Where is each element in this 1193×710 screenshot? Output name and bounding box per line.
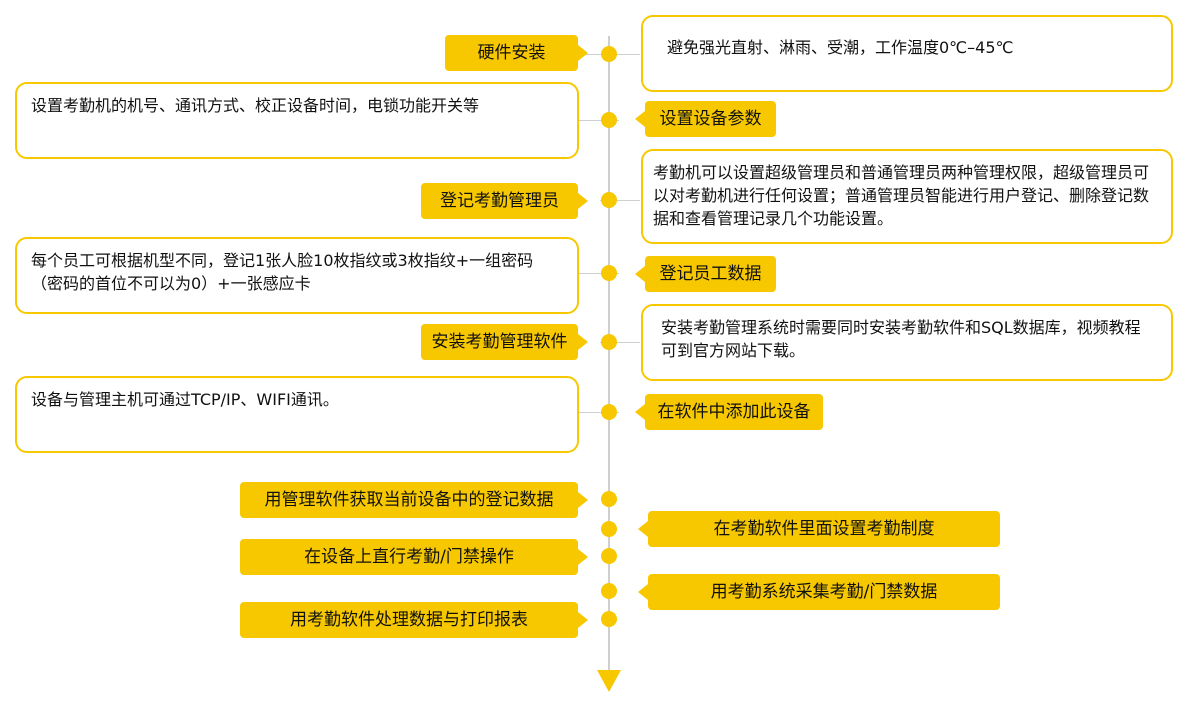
timeline-dot (601, 548, 617, 564)
timeline-dot (601, 521, 617, 537)
timeline-dot (601, 46, 617, 62)
step-register-admin: 登记考勤管理员 (421, 183, 588, 219)
step-perform-attendance: 在设备上直行考勤/门禁操作 (240, 539, 588, 575)
timeline-dot (601, 334, 617, 350)
timeline-dot (601, 404, 617, 420)
timeline-arrow-down (597, 670, 621, 692)
note-admin-permissions: 考勤机可以设置超级管理员和普通管理员两种管理权限，超级管理员可以对考勤机进行任何… (641, 149, 1173, 244)
step-collect-data: 用考勤系统采集考勤/门禁数据 (638, 574, 1000, 610)
step-set-attendance-rules: 在考勤软件里面设置考勤制度 (638, 511, 1000, 547)
timeline-dot (601, 611, 617, 627)
step-register-employee: 登记员工数据 (635, 256, 776, 292)
note-employee-data: 每个员工可根据机型不同，登记1张人脸10枚指纹或3枚指纹+一组密码（密码的首位不… (15, 237, 579, 314)
note-software-install: 安装考勤管理系统时需要同时安装考勤软件和SQL数据库，视频教程可到官方网站下载。 (641, 304, 1173, 381)
timeline-dot (601, 583, 617, 599)
timeline-axis (608, 36, 610, 678)
step-process-report: 用考勤软件处理数据与打印报表 (240, 602, 588, 638)
step-hardware-install: 硬件安装 (445, 35, 588, 71)
step-fetch-data: 用管理软件获取当前设备中的登记数据 (240, 482, 588, 518)
note-hardware-install: 避免强光直射、淋雨、受潮，工作温度0℃–45℃ (641, 15, 1173, 92)
note-communication: 设备与管理主机可通过TCP/IP、WIFI通讯。 (15, 376, 579, 453)
step-add-device: 在软件中添加此设备 (635, 394, 823, 430)
step-install-software: 安装考勤管理软件 (421, 324, 588, 360)
timeline-dot (601, 265, 617, 281)
note-device-params: 设置考勤机的机号、通讯方式、校正设备时间，电锁功能开关等 (15, 82, 579, 159)
timeline-dot (601, 192, 617, 208)
step-set-device-params: 设置设备参数 (635, 101, 776, 137)
timeline-dot (601, 112, 617, 128)
timeline-dot (601, 491, 617, 507)
